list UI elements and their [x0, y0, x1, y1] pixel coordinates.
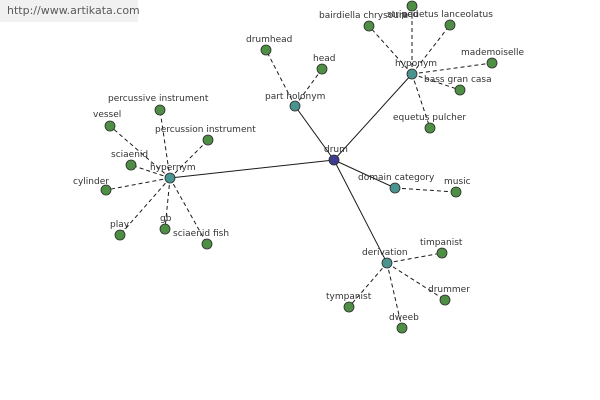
relation-label-hypernym: hypernym — [150, 163, 196, 173]
leaf-label: percussive instrument — [108, 94, 209, 104]
edge-derivation — [333, 159, 388, 264]
leaf-label: cylinder — [73, 177, 109, 187]
leaf-label: drumhead — [246, 35, 292, 45]
leaf-node[interactable] — [201, 238, 213, 250]
graph-edges — [105, 6, 493, 329]
edge-hyponym-leaf — [411, 73, 431, 129]
edge-part-holonym — [294, 105, 335, 161]
edge-hypernym-leaf — [169, 177, 208, 245]
leaf-label: timpanist — [420, 238, 463, 248]
leaf-label: mademoiselle — [461, 48, 525, 58]
leaf-label: equetus lanceolatus — [402, 10, 493, 20]
leaf-node[interactable] — [436, 247, 448, 259]
leaf-node[interactable] — [450, 186, 462, 198]
edge-derivation-leaf — [348, 262, 388, 308]
leaf-label: percussion instrument — [155, 125, 256, 135]
leaf-label: dweeb — [389, 313, 419, 323]
edge-hyponym-leaf — [411, 73, 461, 91]
relation-label-domain-category: domain category — [358, 173, 435, 183]
graph-nodes — [100, 0, 498, 334]
leaf-label: bairdiella chrysoura — [319, 11, 408, 21]
leaf-label: striped — [387, 10, 418, 20]
edge-part-holonym-leaf — [265, 49, 296, 107]
root-node[interactable] — [328, 154, 340, 166]
leaf-label: head — [313, 54, 335, 64]
leaf-node[interactable] — [104, 120, 116, 132]
leaf-label: sciaenid fish — [173, 229, 229, 239]
leaf-node[interactable] — [396, 322, 408, 334]
edge-hypernym-leaf — [119, 177, 171, 236]
leaf-node[interactable] — [125, 159, 137, 171]
leaf-node[interactable] — [316, 63, 328, 75]
relation-node-domain-category[interactable] — [389, 182, 401, 194]
leaf-node[interactable] — [154, 104, 166, 116]
relation-node-part-holonym[interactable] — [289, 100, 301, 112]
leaf-label: tympanist — [326, 292, 372, 302]
relation-node-hyponym[interactable] — [406, 68, 418, 80]
edge-hyponym — [333, 73, 413, 161]
leaf-node[interactable] — [444, 19, 456, 31]
relation-node-derivation[interactable] — [381, 257, 393, 269]
relation-label-part-holonym: part holonym — [265, 92, 325, 102]
edge-part-holonym-leaf — [294, 68, 323, 107]
edge-domain-category — [333, 159, 396, 189]
edge-hyponym-leaf — [368, 25, 413, 75]
edge-domain-category-leaf — [394, 187, 457, 193]
leaf-label: sciaenid — [111, 150, 148, 160]
edge-derivation-leaf — [386, 262, 446, 301]
root-label: drum — [324, 145, 348, 155]
leaf-node[interactable] — [343, 301, 355, 313]
leaf-node[interactable] — [114, 229, 126, 241]
leaf-label: drummer — [428, 285, 470, 295]
leaf-node[interactable] — [424, 122, 436, 134]
edge-derivation-leaf — [386, 252, 443, 264]
edge-hypernym-leaf — [159, 109, 171, 179]
leaf-node[interactable] — [406, 0, 418, 12]
leaf-node[interactable] — [202, 134, 214, 146]
edge-hypernym-leaf — [105, 177, 171, 191]
edge-hyponym-leaf — [411, 24, 451, 75]
relation-label-derivation: derivation — [362, 248, 408, 258]
leaf-label: music — [444, 177, 471, 187]
leaf-label: gb — [160, 214, 172, 224]
leaf-label: play — [110, 220, 130, 230]
leaf-label: vessel — [93, 110, 121, 120]
leaf-node[interactable] — [363, 20, 375, 32]
leaf-node[interactable] — [486, 57, 498, 69]
edge-hypernym-leaf — [169, 139, 209, 179]
leaf-node[interactable] — [100, 184, 112, 196]
graph-labels: vessel percussive instrument percussion in… — [73, 10, 525, 323]
leaf-node[interactable] — [260, 44, 272, 56]
edge-hypernym-leaf — [109, 125, 171, 179]
relation-label-hyponym: hyponym — [395, 59, 437, 69]
leaf-label: equetus pulcher — [393, 113, 466, 123]
leaf-node[interactable] — [159, 223, 171, 235]
edge-hypernym-leaf — [164, 177, 171, 230]
relation-node-hypernym[interactable] — [164, 172, 176, 184]
watermark-url: http://www.artikata.com — [0, 0, 140, 22]
leaf-node[interactable] — [439, 294, 451, 306]
edge-hypernym — [169, 159, 335, 179]
leaf-label: bass gran casa — [424, 75, 492, 85]
leaf-node[interactable] — [454, 84, 466, 96]
